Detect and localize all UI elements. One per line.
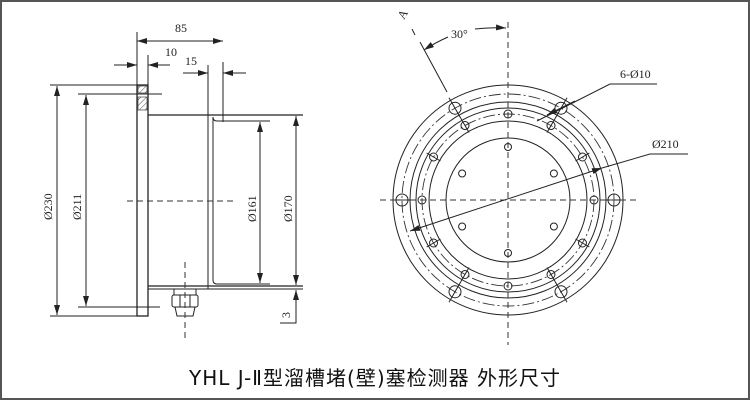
hole-centerline (426, 152, 441, 162)
hole-centerline (426, 238, 441, 248)
dim-d211: Ø211 (70, 194, 84, 220)
drawing-title: YHL J-Ⅱ型溜槽堵(壁)塞检测器 外形尺寸 (189, 366, 561, 390)
flange-hatch (137, 96, 148, 111)
screw-hole (577, 152, 587, 162)
inner-hole (458, 222, 467, 231)
screw-hole (546, 269, 556, 279)
dim-flange: 10 (165, 45, 177, 59)
outer-circle (392, 84, 624, 316)
section-label: A (394, 7, 411, 22)
screw-hole (460, 269, 470, 279)
mounting-hole (448, 101, 462, 115)
flange-hatch (137, 85, 148, 94)
dim-d170: Ø170 (281, 195, 295, 222)
hole-centerline (575, 238, 590, 248)
dim-d210: Ø210 (652, 137, 679, 151)
mounting-hole (448, 285, 462, 299)
hole-centerline (546, 267, 556, 282)
inner-hole (549, 222, 558, 231)
holes-dim: 6-Ø10 (620, 67, 651, 81)
mounting-hole (554, 285, 568, 299)
hole-centerline (575, 152, 590, 162)
screw-hole (577, 238, 587, 248)
screw-hole (429, 238, 439, 248)
angle-dim: 30° (451, 27, 468, 41)
hole-centerline (460, 118, 470, 133)
dim-cap: 15 (185, 54, 197, 68)
dim-d230: Ø230 (41, 193, 55, 220)
hole-centerline (460, 267, 470, 282)
dim-d161: Ø161 (245, 195, 259, 222)
screw-hole (460, 121, 470, 131)
hole-centerline (448, 97, 462, 119)
inner-hole (458, 169, 467, 178)
dim-length: 85 (175, 21, 187, 35)
screw-hole (429, 152, 439, 162)
hole-centerline (554, 281, 568, 303)
front-view: A 30° 6-Ø10 Ø210 (380, 7, 688, 345)
dim-gap: 3 (279, 312, 293, 318)
hole-centerline (546, 118, 556, 133)
screw-hole (546, 121, 556, 131)
inner-hole (549, 169, 558, 178)
hole-centerline (448, 281, 462, 303)
side-view: 85 10 15 Ø230 Ø211 Ø161 Ø170 3 (41, 21, 303, 340)
